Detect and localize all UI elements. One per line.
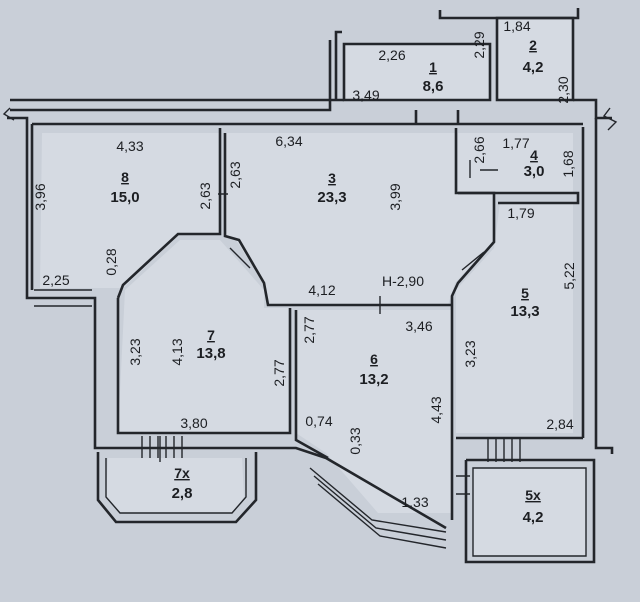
- exterior-wall-top-left: [10, 30, 344, 102]
- room-4-fill: [458, 133, 573, 193]
- dim-label: 2,77: [301, 316, 317, 343]
- dim-label: 4,33: [116, 138, 143, 154]
- loggia-6-strip: [309, 467, 447, 549]
- room-area-5x: 4,2: [523, 509, 544, 526]
- dim-label: 0,74: [305, 413, 332, 429]
- room-1-fill: [344, 44, 490, 100]
- room-number-7: 7: [207, 327, 215, 343]
- wall-4-5: [458, 191, 580, 205]
- dim-label: 5,22: [561, 262, 577, 289]
- balcony-7x-door: [141, 436, 183, 458]
- room-number-5x: 5х: [525, 487, 541, 503]
- balcony-7x-inner: [105, 458, 247, 514]
- room-area-6: 13,2: [359, 371, 388, 388]
- room-area-7x: 2,8: [172, 485, 193, 502]
- room-number-1: 1: [429, 59, 437, 75]
- room-2-fill: [497, 18, 573, 100]
- window-room-8: [34, 289, 92, 307]
- wall-6-7: [116, 298, 292, 435]
- ceiling-height-label: Н-2,90: [382, 273, 424, 289]
- dim-label: 2,66: [471, 136, 487, 163]
- dim-label: 1,68: [560, 150, 576, 177]
- room-number-3: 3: [328, 170, 336, 186]
- break-mark-left: [2, 107, 15, 121]
- exterior-wall-right: [594, 118, 614, 454]
- room-7x-fill: [106, 458, 244, 513]
- dim-label: 6,34: [275, 133, 302, 149]
- wall-8-7: [116, 128, 222, 299]
- room-area-8: 15,0: [110, 189, 139, 206]
- room-number-5: 5: [521, 285, 529, 301]
- room-number-8: 8: [121, 169, 129, 185]
- dim-label: 2,29: [471, 31, 487, 58]
- exterior-wall-right-top: [573, 98, 612, 120]
- room-number-7x: 7х: [174, 465, 190, 481]
- room-number-2: 2: [529, 37, 537, 53]
- dim-label: 1,77: [502, 135, 529, 151]
- room-8-fill: [40, 133, 220, 288]
- wall-3-5: [450, 128, 496, 438]
- dim-label: 3,96: [32, 183, 48, 210]
- dim-label: 0,28: [103, 248, 119, 275]
- wall-3-7: [223, 133, 452, 307]
- dim-label: 2,26: [378, 47, 405, 63]
- room-3-fill: [225, 133, 494, 305]
- dim-label: 2,77: [271, 359, 287, 386]
- room-area-2: 4,2: [523, 59, 544, 76]
- exterior-wall-top-inner: [10, 40, 332, 112]
- door-swing-marks: [229, 247, 485, 271]
- break-mark-right: [602, 107, 618, 131]
- balcony-5x-walls: [464, 458, 596, 564]
- room-area-4: 3,0: [524, 163, 545, 180]
- dim-label: 2,25: [42, 272, 69, 288]
- room-7-fill: [118, 240, 290, 433]
- dim-label: 4,43: [428, 396, 444, 423]
- dim-label: 1,84: [503, 18, 530, 34]
- room-area-7: 13,8: [196, 345, 225, 362]
- dim-label: 0,33: [347, 427, 363, 454]
- balcony-7x-walls: [96, 452, 258, 524]
- room-area-5: 13,3: [510, 303, 539, 320]
- partition-ticks: [218, 169, 498, 195]
- room-5x-fill: [473, 468, 586, 556]
- exterior-wall-left: [7, 116, 447, 530]
- room-1-walls: [342, 42, 492, 102]
- dim-label: 3,49: [352, 87, 379, 103]
- dim-label: 3,23: [462, 340, 478, 367]
- dim-label: 4,12: [308, 282, 335, 298]
- balcony-5x-inner: [472, 467, 587, 557]
- dim-label: 3,99: [387, 183, 403, 210]
- dim-label: 4,13: [169, 338, 185, 365]
- top-right-wall: [438, 8, 580, 20]
- dim-label: 3,46: [405, 318, 432, 334]
- room-number-4: 4: [530, 147, 538, 163]
- hall-opening: [414, 110, 460, 124]
- door-misc: [159, 160, 471, 462]
- room-area-3: 23,3: [317, 189, 346, 206]
- dim-label: 2,63: [197, 182, 213, 209]
- dim-label: 3,80: [180, 415, 207, 431]
- dim-label: 1,33: [401, 494, 428, 510]
- room-area-1: 8,6: [423, 78, 444, 95]
- room-number-6: 6: [370, 351, 378, 367]
- balcony-5x-door: [487, 438, 521, 462]
- dim-label: 3,23: [127, 338, 143, 365]
- dim-label: 2,84: [546, 416, 573, 432]
- room-5-fill: [456, 203, 573, 433]
- dim-label: 1,79: [507, 205, 534, 221]
- dim-label: 2,63: [227, 161, 243, 188]
- wall-6-left: [294, 310, 329, 460]
- door-6-5x: [456, 475, 470, 495]
- dim-label: 2,30: [555, 76, 571, 103]
